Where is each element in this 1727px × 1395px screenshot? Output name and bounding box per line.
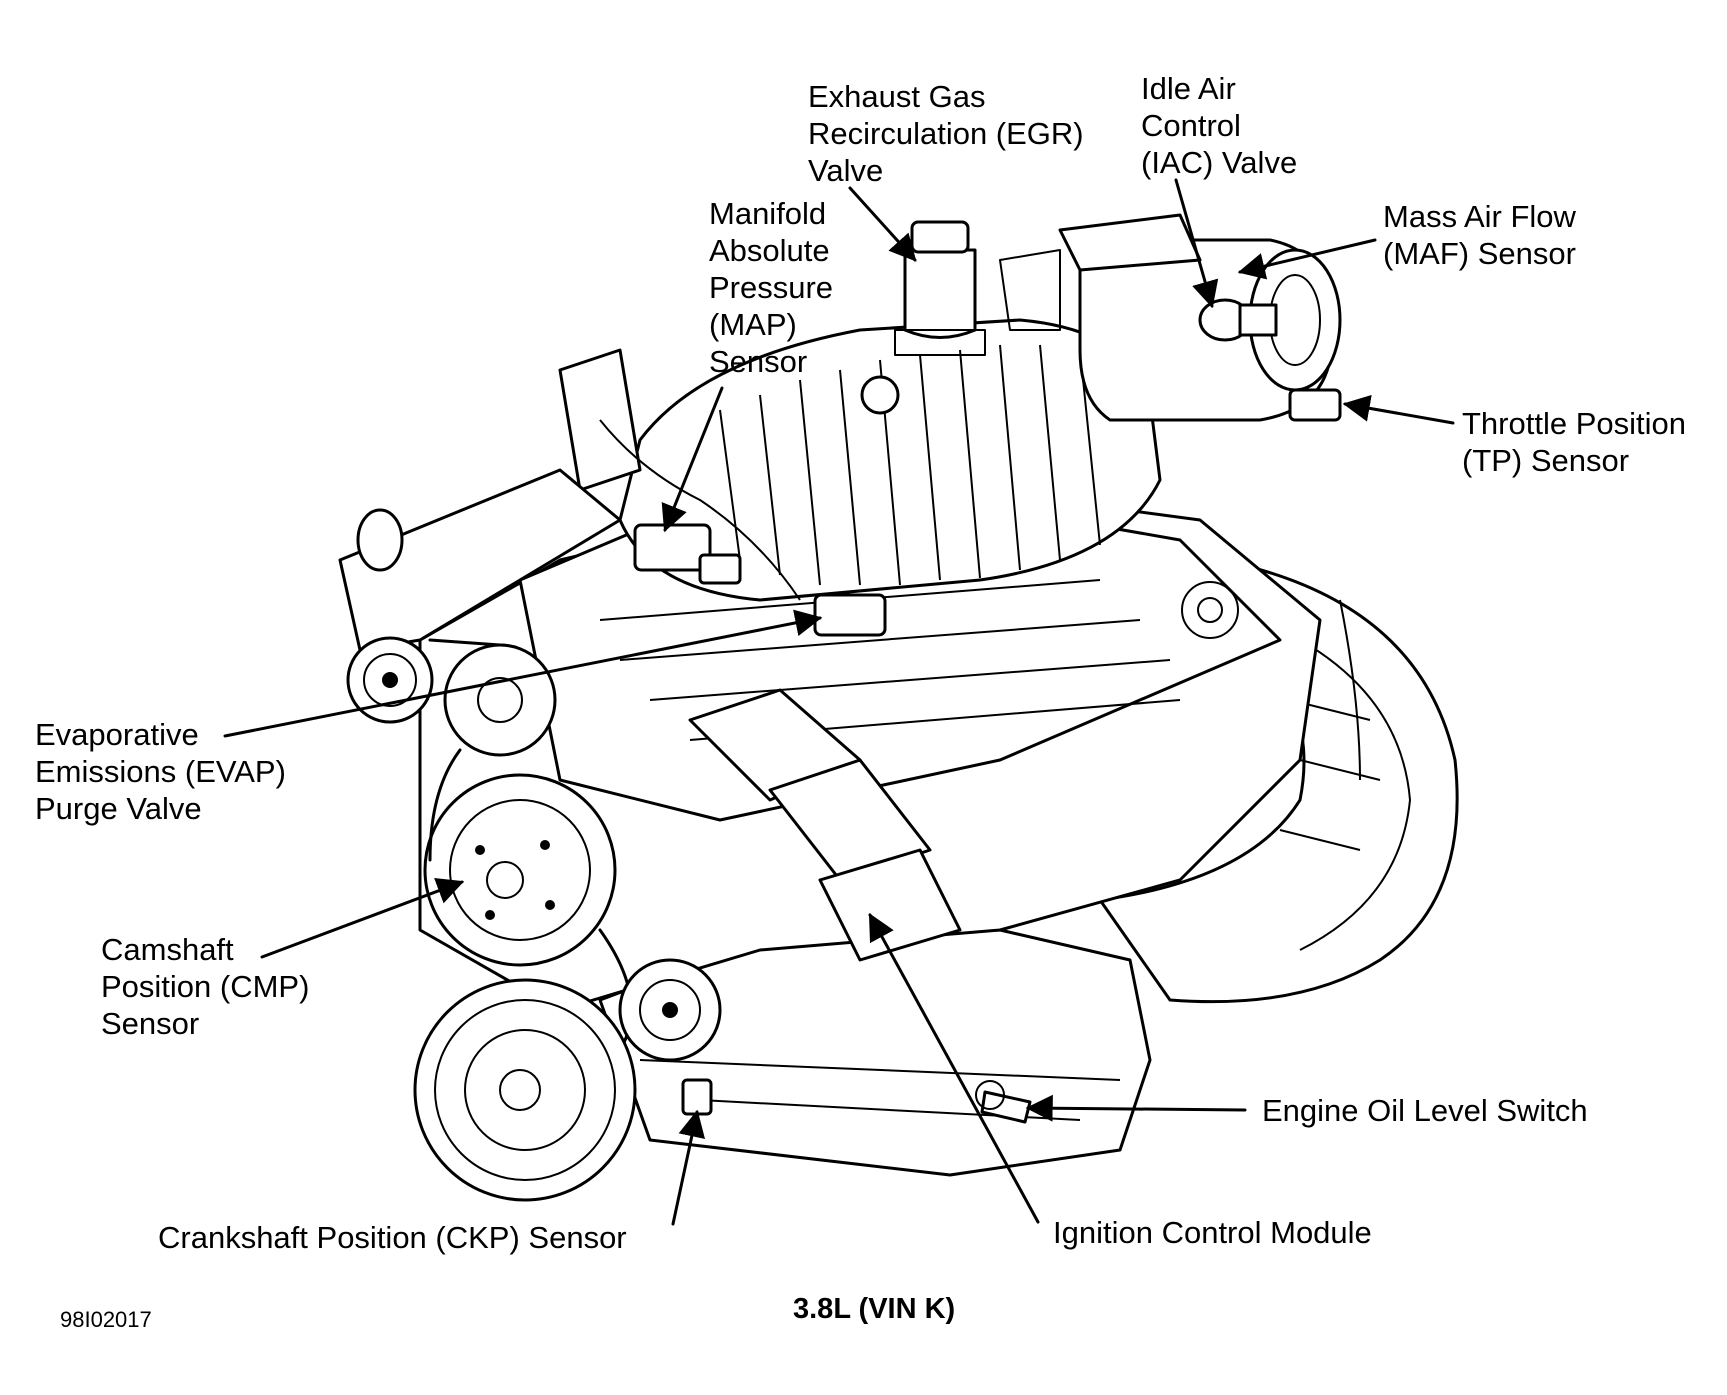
figure-code: 98I02017 bbox=[60, 1307, 152, 1332]
iac-leader-arrow-icon bbox=[1174, 178, 1219, 309]
ignition-control-module-label: Ignition Control Module bbox=[1053, 1215, 1372, 1250]
cmp-leader-arrow-icon bbox=[260, 878, 465, 959]
iac-valve-label: Idle Air Control (IAC) Valve bbox=[1141, 71, 1298, 180]
engine-oil-level-switch-label: Engine Oil Level Switch bbox=[1262, 1093, 1588, 1128]
egr-valve-label: Exhaust Gas Recirculation (EGR) Valve bbox=[808, 79, 1084, 188]
evap-purge-valve-label: Evaporative Emissions (EVAP) Purge Valve bbox=[35, 717, 286, 826]
egr-leader-arrow-icon bbox=[848, 186, 917, 262]
figure-caption: 3.8L (VIN K) bbox=[793, 1293, 956, 1325]
cmp-sensor-label: Camshaft Position (CMP) Sensor bbox=[101, 932, 310, 1041]
icm-leader-arrow-icon bbox=[868, 913, 1040, 1224]
maf-leader-arrow-icon bbox=[1237, 238, 1377, 280]
maf-sensor-label: Mass Air Flow (MAF) Sensor bbox=[1383, 199, 1576, 271]
ckp-leader-arrow-icon bbox=[671, 1109, 706, 1226]
map-sensor-label: Manifold Absolute Pressure (MAP) Sensor bbox=[709, 196, 834, 379]
evap-leader-arrow-icon bbox=[223, 609, 823, 738]
tp-leader-arrow-icon bbox=[1342, 394, 1455, 425]
leader-lines bbox=[223, 178, 1455, 1226]
tp-sensor-label: Throttle Position (TP) Sensor bbox=[1462, 406, 1686, 478]
oil-level-leader-arrow-icon bbox=[1025, 1094, 1247, 1122]
engine-drawing bbox=[338, 213, 1459, 1202]
map-leader-arrow-icon bbox=[661, 386, 724, 533]
ckp-sensor-label: Crankshaft Position (CKP) Sensor bbox=[158, 1220, 627, 1255]
